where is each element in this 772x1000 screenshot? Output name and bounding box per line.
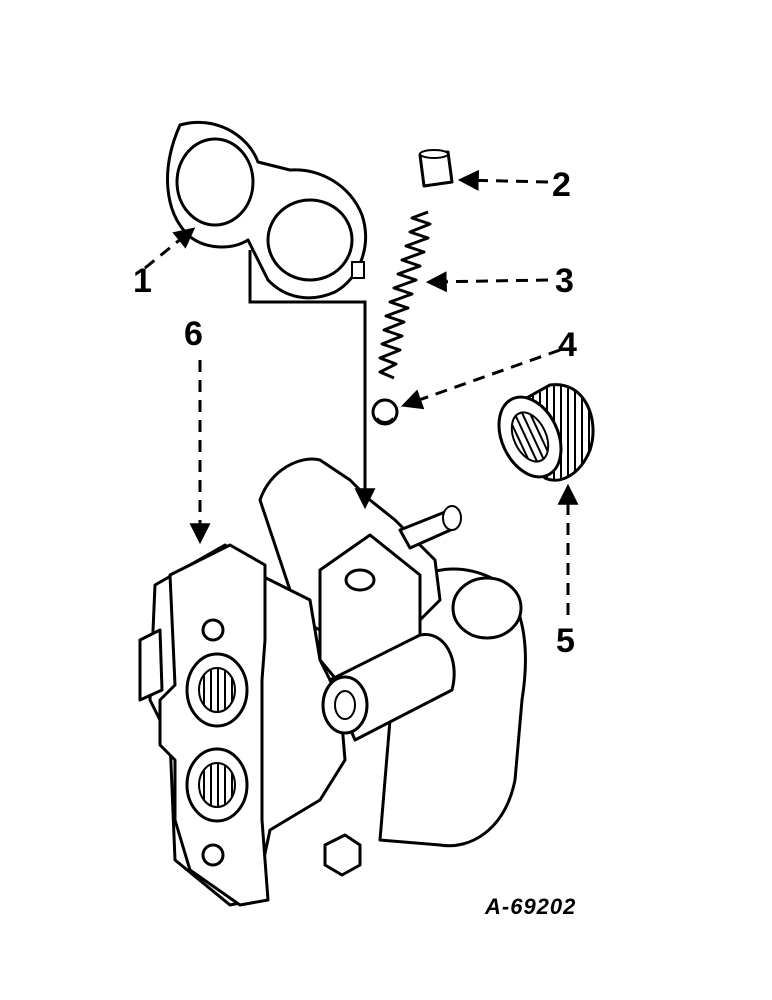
callout-6: 6 <box>184 315 203 353</box>
callout-5: 5 <box>556 622 575 660</box>
spring-part <box>378 210 432 380</box>
seal-ring-part <box>497 383 595 482</box>
callout-labels: 1 2 3 4 5 6 A-69202 <box>133 166 577 919</box>
callout-4: 4 <box>558 326 577 364</box>
callout-2: 2 <box>552 166 571 204</box>
leader-lines <box>144 169 579 615</box>
pump-body-part <box>138 457 527 907</box>
ball-part <box>371 398 399 426</box>
callout-3: 3 <box>555 262 574 300</box>
gasket-part <box>166 120 367 300</box>
figure-number: A-69202 <box>484 894 576 919</box>
plug-part <box>418 149 454 188</box>
callout-1: 1 <box>133 262 152 300</box>
